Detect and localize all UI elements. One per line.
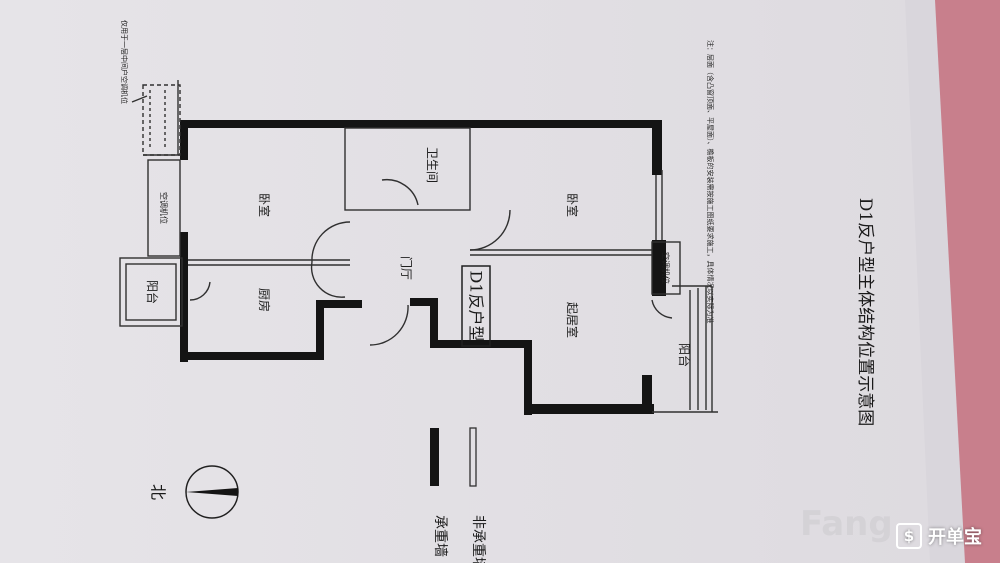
notch-wall-v	[316, 300, 324, 360]
entry-wall-h	[410, 298, 438, 306]
ac-label-left: 空调机位	[159, 192, 169, 224]
left-balcony-outline	[119, 257, 183, 327]
entry-door	[369, 304, 409, 346]
living-mid-wall	[430, 340, 530, 348]
bedroom-left-door	[311, 221, 351, 263]
balcony-right-door	[651, 299, 673, 319]
bedroom-right-door	[469, 209, 511, 251]
brand-name: 开单宝	[928, 527, 982, 548]
load-bearing-walls	[180, 120, 666, 415]
kitchen-left-wall	[180, 262, 188, 362]
room-label-balcony-left: 阳台	[145, 280, 160, 304]
room-label-bedroom-right: 卧室	[565, 193, 580, 217]
room-label-balcony-right: 阳台	[677, 343, 692, 367]
legend-swatch-non-load-bearing	[469, 427, 477, 487]
kitchen-door	[310, 261, 346, 298]
brand-watermark: $ 开单宝	[896, 523, 982, 549]
room-label-hall: 门厅	[399, 256, 414, 280]
room-label-bathroom: 卫生间	[425, 147, 439, 183]
balcony-left-door	[189, 281, 211, 301]
room-labels: 卧室 卧室 卫生间 门厅 厨房 起居室 阳台 阳台 空调机位 空调机位 仅用于一…	[120, 20, 692, 367]
room-label-bedroom-left: 卧室	[257, 193, 272, 217]
ac-note: 仅用于一层中间户空调机位	[120, 20, 129, 104]
bathroom-door	[381, 178, 419, 206]
north-label: 北	[149, 484, 168, 500]
kitchen-bottom-wall	[180, 352, 320, 360]
partition-lines	[119, 80, 718, 413]
faint-watermark: Fang	[800, 504, 893, 544]
living-bottom-wall	[524, 404, 654, 414]
legend-label-non-load-bearing: 非承重墙	[470, 515, 486, 563]
left-wall-top	[180, 120, 188, 160]
unit-label: D1反户型	[467, 270, 486, 341]
bathroom-box	[344, 127, 471, 211]
entry-wall-v	[430, 298, 438, 348]
unit-label-box	[461, 265, 491, 347]
paper-sheet	[0, 0, 930, 563]
right-wall-upper	[652, 120, 662, 175]
living-balcony-wall	[642, 375, 652, 413]
room-label-living: 起居室	[565, 302, 580, 338]
left-ac-outline	[147, 159, 181, 257]
living-lower-wall	[524, 340, 532, 415]
top-wall	[180, 120, 660, 128]
plan-title: D1反户型主体结构位置示意图	[855, 198, 875, 426]
room-label-kitchen: 厨房	[257, 288, 272, 312]
ac-label-right: 空调机位	[661, 252, 671, 284]
legend-label-load-bearing: 承重墙	[432, 515, 448, 557]
wall-legend: 承重墙 非承重墙	[430, 427, 486, 563]
left-wall-mid	[180, 232, 188, 262]
construction-note: 注：层面（含凸窗顶面、平屋面）、檐板的安装需按施工图纸要求施工，具体情况以实际为…	[706, 40, 715, 324]
right-ac-outline	[651, 241, 681, 295]
north-arrow: 北	[149, 465, 239, 519]
legend-swatch-load-bearing	[430, 428, 439, 486]
ac-right-block	[652, 240, 666, 296]
dollar-badge-icon: $	[896, 523, 922, 549]
north-arrow-pointer	[186, 488, 238, 496]
pipe-shaft	[142, 84, 181, 156]
notch-wall-h	[316, 300, 362, 308]
